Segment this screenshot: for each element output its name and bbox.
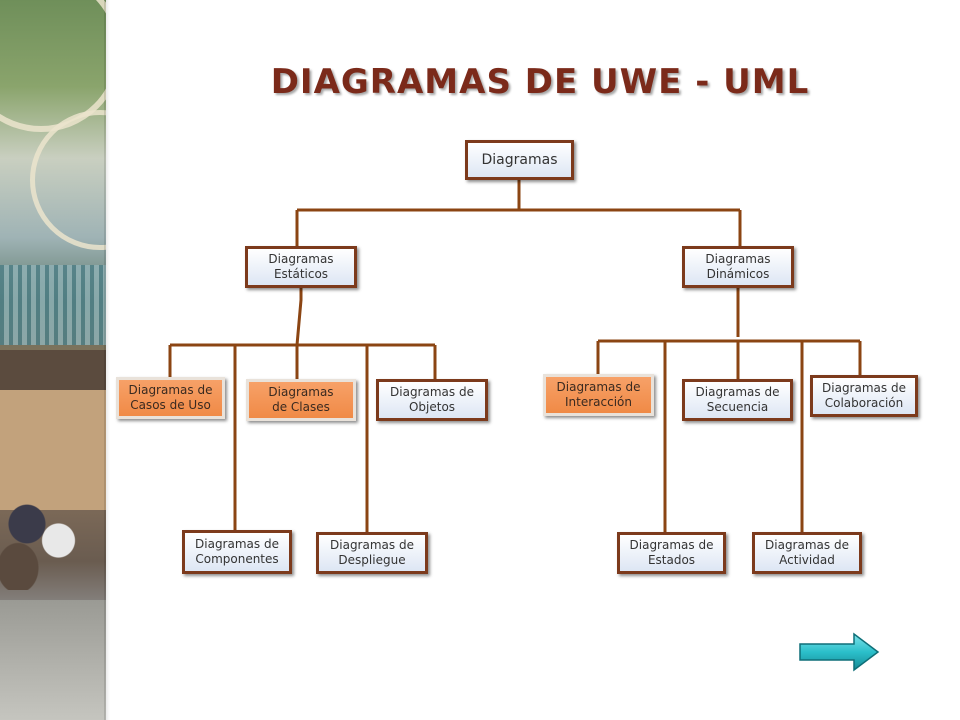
connector-dinamicos [596, 287, 862, 532]
connector-estaticos [168, 287, 437, 532]
node-clases: Diagramas de Clases [246, 379, 356, 421]
slide-title: DIAGRAMAS DE UWE - UML [270, 62, 810, 102]
node-componentes: Diagramas de Componentes [182, 530, 292, 574]
node-colaboracion: Diagramas de Colaboración [810, 375, 918, 417]
node-diagramas-estaticos: Diagramas Estáticos [245, 246, 357, 288]
node-estados: Diagramas de Estados [617, 532, 726, 574]
node-interaccion: Diagramas de Interacción [543, 374, 654, 416]
connector-root [295, 178, 742, 248]
node-casos-de-uso: Diagramas de Casos de Uso [116, 377, 225, 419]
photo-people [0, 480, 90, 590]
node-objetos: Diagramas de Objetos [376, 379, 488, 421]
node-diagramas-dinamicos: Diagramas Dinámicos [682, 246, 794, 288]
node-diagramas: Diagramas [465, 140, 574, 180]
node-despliegue: Diagramas de Despliegue [316, 532, 428, 574]
photo-fence [0, 265, 106, 345]
photo-ground [0, 600, 106, 720]
node-actividad: Diagramas de Actividad [752, 532, 862, 574]
background-photo [0, 0, 106, 720]
right-arrow-icon[interactable] [798, 632, 880, 672]
node-secuencia: Diagramas de Secuencia [682, 379, 793, 421]
photo-roof [0, 350, 106, 390]
photo-strip-shadow [104, 0, 110, 720]
